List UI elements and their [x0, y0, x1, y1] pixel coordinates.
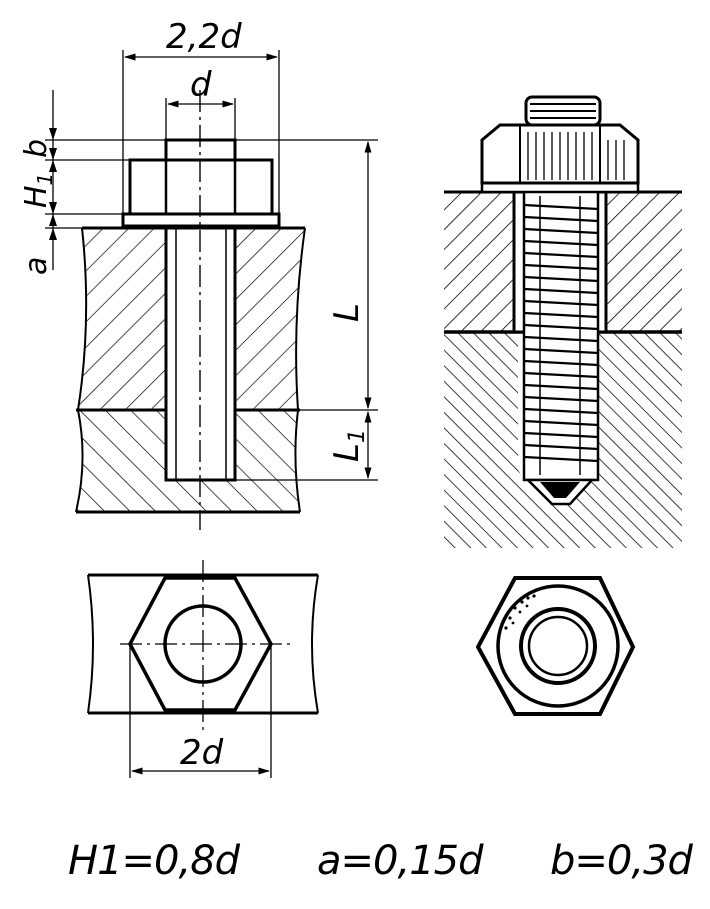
section-view: 2,2d d b H1 a L L1 — [19, 17, 378, 530]
formula-a: a=0,15d — [317, 838, 483, 884]
a-label: a — [19, 257, 54, 275]
head-width-label: 2,2d — [166, 17, 242, 57]
washer — [121, 212, 281, 228]
top-view: 2d — [87, 560, 319, 778]
bolt-end-pictorial — [524, 95, 602, 127]
h1-label: H1 — [19, 173, 57, 208]
across-flats-label: 2d — [180, 733, 224, 773]
formula-h1: H1=0,8d — [68, 838, 240, 884]
l1-label: L1 — [327, 429, 370, 462]
length-label: L — [327, 303, 367, 322]
upper-plate — [77, 226, 306, 411]
nut — [128, 158, 274, 216]
formula-b: b=0,3d — [550, 838, 693, 884]
hex-nut-pictorial — [475, 576, 636, 716]
dim-diameter: d — [165, 65, 236, 140]
dim-right-stack: L L1 — [235, 139, 378, 481]
pictorial-top-view — [475, 576, 636, 716]
bolt-thread — [522, 188, 600, 482]
dim-across-flats: 2d — [129, 644, 272, 778]
nut-pictorial — [480, 123, 640, 185]
dim-head-width: 2,2d — [122, 17, 280, 214]
b-label: b — [19, 139, 54, 158]
pictorial-view — [444, 95, 682, 548]
diameter-label: d — [190, 65, 212, 105]
dim-left-stack: b H1 a — [19, 90, 166, 275]
